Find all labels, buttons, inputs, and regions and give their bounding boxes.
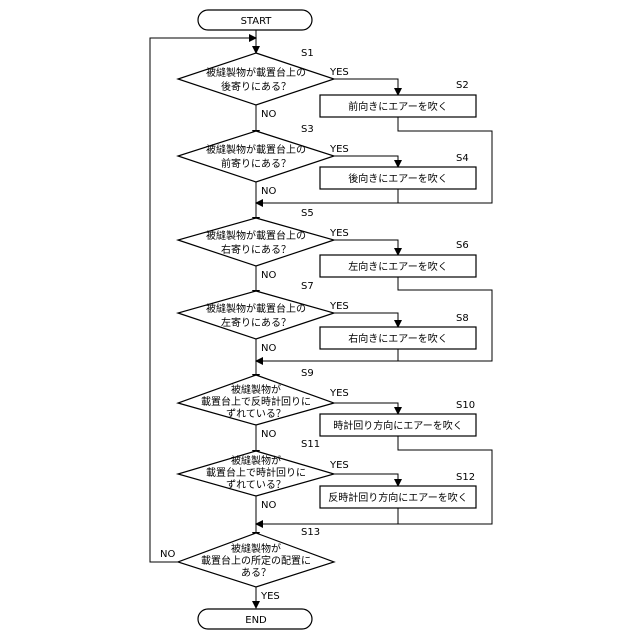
step-s11-label: S11 (301, 439, 320, 450)
s5-no-label: NO (261, 270, 276, 281)
process-s4-text: 後向きにエアーを吹く (348, 172, 447, 185)
decision-s5-line1: 被縫製物が載置台上の (206, 229, 306, 242)
start-label: START (241, 16, 273, 27)
decision-s3-line1: 被縫製物が載置台上の (206, 143, 306, 156)
decision-s7-line1: 被縫製物が載置台上の (206, 302, 306, 315)
decision-s13-line2: 載置台上の所定の配置に (201, 554, 311, 567)
decision-s9-line3: ずれている？ (226, 408, 286, 420)
step-s2-label: S2 (456, 80, 469, 91)
step-s4-label: S4 (456, 153, 469, 164)
s1-no-label: NO (261, 109, 276, 120)
decision-s9-line2: 載置台上で反時計回りに (201, 395, 311, 408)
decision-s11-line3: ずれている？ (226, 479, 286, 491)
s7-no-label: NO (261, 343, 276, 354)
end-terminal: END (198, 609, 312, 629)
decision-s3-line2: 前寄りにある？ (221, 157, 291, 170)
decision-s1-line2: 後寄りにある？ (221, 80, 291, 93)
step-s1-label: S1 (301, 48, 314, 59)
decision-s13-line1: 被縫製物が (231, 542, 281, 555)
end-label: END (245, 615, 267, 626)
start-terminal: START (198, 10, 312, 30)
process-s12-text: 反時計回り方向にエアーを吹く (328, 491, 467, 504)
step-s10-label: S10 (456, 400, 475, 411)
step-s9-label: S9 (301, 368, 314, 379)
s9-no-label: NO (261, 429, 276, 440)
s1-yes-label: YES (329, 67, 349, 78)
process-s8-text: 右向きにエアーを吹く (348, 332, 447, 345)
step-s8-label: S8 (456, 313, 469, 324)
decision-s7-line2: 左寄りにある？ (221, 316, 291, 329)
decision-s11-line2: 載置台上で時計回りに (206, 466, 306, 479)
step-s3-label: S3 (301, 124, 314, 135)
decision-s13-line3: ある？ (241, 567, 271, 579)
step-s12-label: S12 (456, 472, 475, 483)
step-s6-label: S6 (456, 240, 469, 251)
process-s6-text: 左向きにエアーを吹く (348, 260, 447, 273)
s11-yes-label: YES (329, 460, 349, 471)
decision-s5-line2: 右寄りにある？ (221, 243, 291, 256)
process-s10-text: 時計回り方向にエアーを吹く (333, 419, 462, 432)
s11-no-label: NO (261, 500, 276, 511)
s13-no-label: NO (160, 549, 175, 560)
s3-no-label: NO (261, 186, 276, 197)
step-s13-label: S13 (301, 527, 320, 538)
s13-yes-label: YES (260, 591, 280, 602)
s5-yes-label: YES (329, 228, 349, 239)
step-s7-label: S7 (301, 281, 314, 292)
decision-s1-line1: 被縫製物が載置台上の (206, 66, 306, 79)
s3-yes-label: YES (329, 144, 349, 155)
process-s2-text: 前向きにエアーを吹く (348, 100, 447, 113)
s9-yes-label: YES (329, 388, 349, 399)
decision-s11-line1: 被縫製物が (231, 454, 281, 467)
s7-yes-label: YES (329, 301, 349, 312)
step-s5-label: S5 (301, 208, 314, 219)
decision-s13: 被縫製物が 載置台上の所定の配置に ある？ S13 NO YES (160, 527, 334, 602)
decision-s9-line1: 被縫製物が (231, 383, 281, 396)
